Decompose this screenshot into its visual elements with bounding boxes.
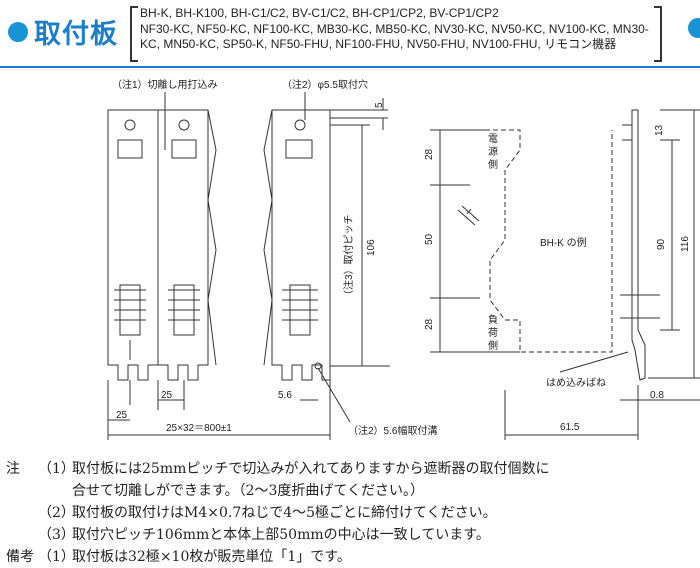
blue-bullet-icon xyxy=(8,21,28,42)
dim-25-left: 25 xyxy=(116,410,128,421)
note-2: （2） 取付板の取付けはM4×0.7ねじで4～5極ごとに締付けてください。 xyxy=(38,505,497,521)
note-heading: 注 xyxy=(6,461,20,477)
notes-section: 注 （1） 取付板には25mmピッチで切込みが入れてありますから遮断器の取付個数… xyxy=(6,458,696,568)
dim-5-6: 5.6 xyxy=(278,390,292,401)
load-side-label: 負 荷 側 xyxy=(488,314,498,352)
dim-total: 25×32＝800±1 xyxy=(166,423,232,434)
svg-text:側: 側 xyxy=(488,339,498,352)
applicable-models: BH-K, BH-K100, BH-C1/C2, BV-C1/C2, BH-CP… xyxy=(140,6,652,62)
note1-label: （注1）切離し用打込み xyxy=(112,78,218,91)
plate-outline-3 xyxy=(271,109,331,381)
note-3: （3） 取付穴ピッチ106mmと本体上部50mmの中心は一致しています。 xyxy=(38,527,490,543)
spring-label: はめ込みばね xyxy=(546,377,606,389)
dim-28-top: 28 xyxy=(424,148,435,160)
note-1-cont: 合せて切離しができます。（2～3度折曲げてください。） xyxy=(72,483,424,499)
dim-28-bottom: 28 xyxy=(424,318,435,330)
power-side-label: 電 源 側 xyxy=(488,133,498,171)
remark-1: 備考 （1） 取付板は32極×10枚が販売単位「1」です。 xyxy=(6,546,696,568)
pitch-106: 106 xyxy=(366,239,377,256)
header-rule xyxy=(0,66,700,68)
note3-label: （注3）取付ピッチ xyxy=(342,214,355,300)
bracket-right xyxy=(654,6,662,62)
dim-5: 5 xyxy=(374,102,385,108)
breaker-side-profile xyxy=(485,129,613,353)
dim-90: 90 xyxy=(656,238,667,250)
dim-13: 13 xyxy=(654,124,665,136)
note2-label: （注2）φ5.5取付穴 xyxy=(282,78,368,91)
next-section-bullet-icon xyxy=(688,18,700,38)
breaker-example-label: BH-K の例 xyxy=(540,236,587,249)
svg-text:側: 側 xyxy=(488,158,498,171)
plate-outline-1 xyxy=(107,109,159,381)
note-1: 注 （1） 取付板には25mmピッチで切込みが入れてありますから遮断器の取付個数… xyxy=(6,458,696,480)
svg-text:電: 電 xyxy=(488,133,498,145)
svg-text:負: 負 xyxy=(488,314,498,326)
models-line-2: NF30-KC, NF50-KC, NF100-KC, MB30-KC, MB5… xyxy=(140,21,649,36)
mounting-plate-drawing: （注1）切離し用打込み （注2）φ5.5取付穴 5 （注3）取付ピッチ 106 … xyxy=(107,78,700,440)
dim-50: 50 xyxy=(424,233,435,245)
dim-61-5: 61.5 xyxy=(560,422,580,433)
section-title: 取付板 xyxy=(34,19,118,50)
models-line-3: KC, MN50-KC, SP50-K, NF50-FHU, NF100-FHU… xyxy=(140,37,617,51)
bracket-left xyxy=(130,6,138,62)
note2-slot-label: （注2）5.6幅取付溝 xyxy=(348,424,437,437)
dim-25-mid: 25 xyxy=(161,390,173,401)
dim-116: 116 xyxy=(680,236,691,252)
models-line-1: BH-K, BH-K100, BH-C1/C2, BV-C1/C2, BH-CP… xyxy=(140,6,499,20)
svg-text:荷: 荷 xyxy=(488,327,498,339)
dim-0-8: 0.8 xyxy=(650,390,664,401)
svg-text:源: 源 xyxy=(488,145,498,158)
plate-outline-2 xyxy=(157,109,209,381)
section-header: 取付板 xyxy=(8,12,118,51)
remark-heading: 備考 xyxy=(6,549,34,565)
